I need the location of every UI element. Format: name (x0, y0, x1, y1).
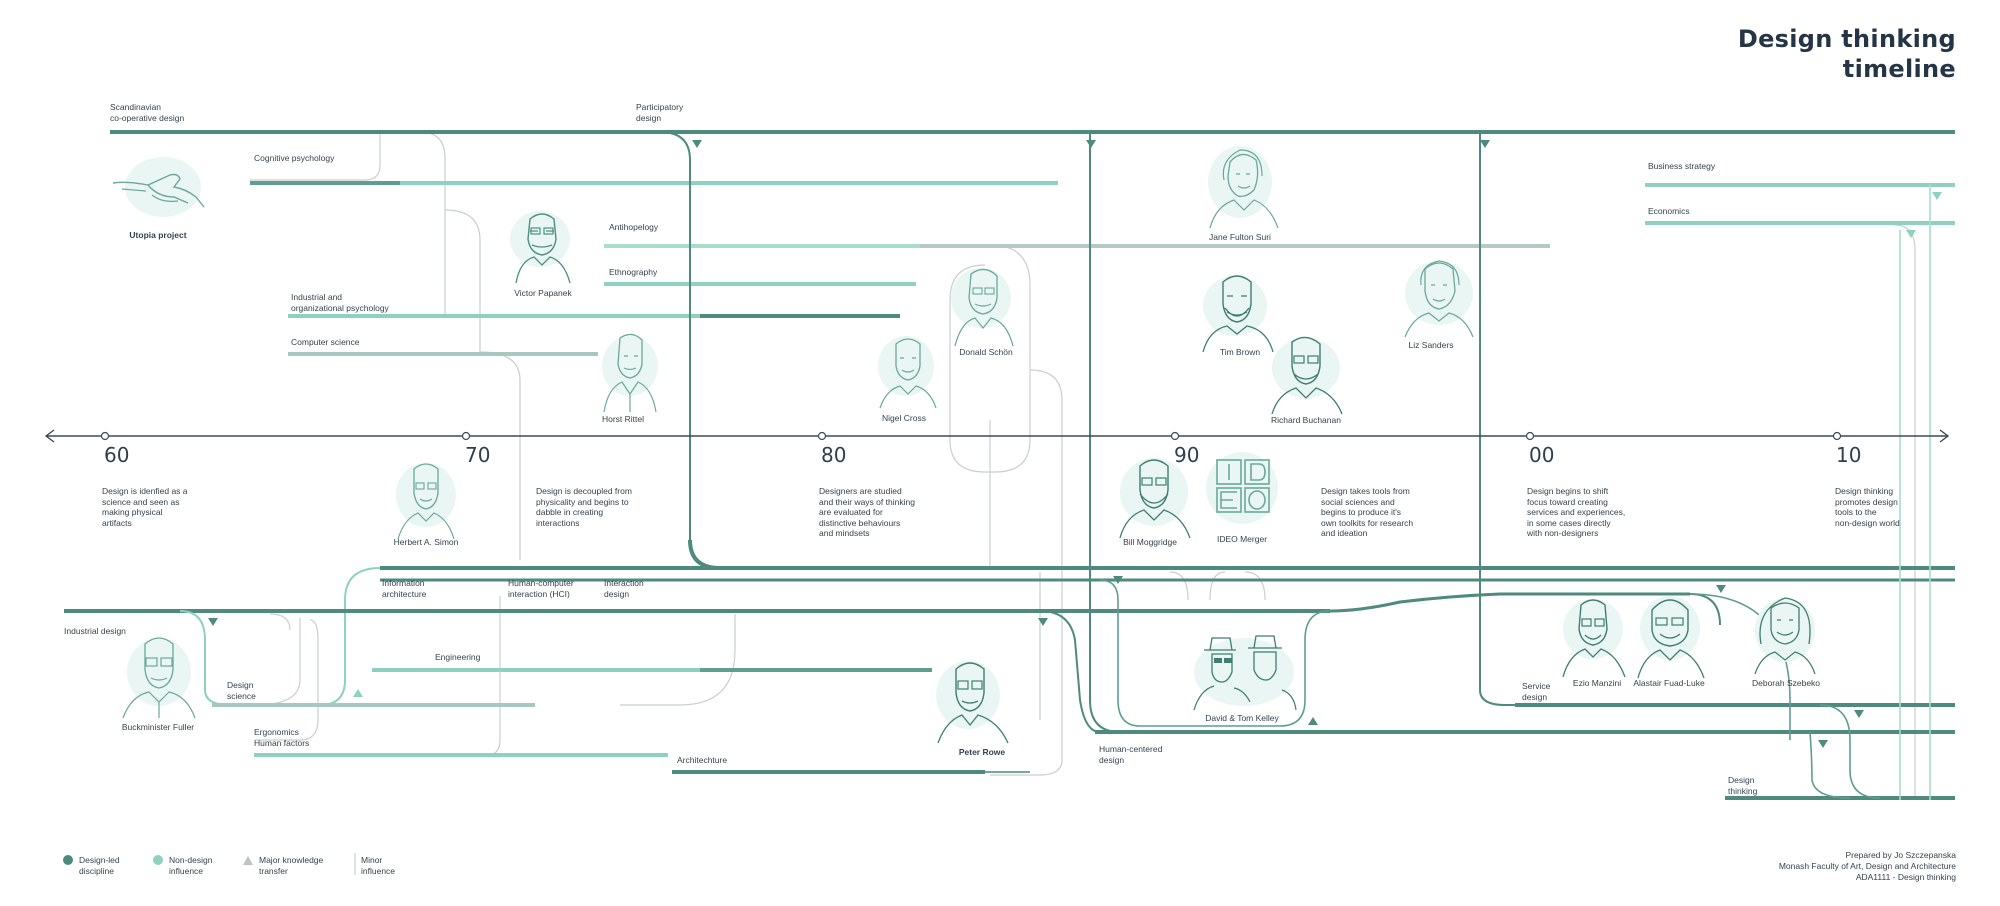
decade-90: 90 (1174, 443, 1200, 467)
decade-description-10: Design thinking promotes design tools to… (1835, 486, 1900, 528)
label-business-strategy: Business strategy (1648, 161, 1716, 171)
liz-sanders-portrait-icon (1404, 260, 1474, 338)
line-service-design (1479, 131, 1955, 706)
dot-dark-icon (63, 855, 73, 865)
caption-jane-fulton-suri: Jane Fulton Suri (1209, 232, 1271, 242)
legend-non-design: Non-design influence (169, 855, 213, 876)
credit-line-2: Monash Faculty of Art, Design and Archit… (1778, 861, 1956, 871)
decade-description-90: Design takes tools from social sciences … (1321, 486, 1414, 538)
triangle-icon (243, 856, 253, 865)
label-scandinavian-design: Scandinavian co-operative design (110, 102, 185, 123)
caption-deborah-szebeko: Deborah Szebeko (1751, 678, 1821, 688)
caption-richard-buchanan: Richard Buchanan (1271, 415, 1341, 425)
label-cognitive-psychology: Cognitive psychology (254, 153, 335, 163)
label-interaction-design: Interaction design (604, 578, 644, 599)
label-ethnography: Ethnography (609, 267, 658, 277)
title-line-1: Design thinking (1737, 25, 1956, 53)
label-industrial-design: Industrial design (64, 626, 126, 636)
caption-victor-papanek: Victor Papanek (514, 288, 572, 298)
alastair-fuad-luke-portrait-icon (1637, 596, 1705, 679)
label-computer-science: Computer science (291, 337, 360, 347)
decade-description-80: Designers are studied and their ways of … (819, 486, 915, 538)
label-design-thinking: Design thinking (1728, 775, 1758, 796)
legend-glyphs (63, 853, 356, 875)
buckminster-fuller-portrait-icon (122, 637, 196, 719)
label-engineering: Engineering (435, 652, 481, 662)
utopia-hand-sketch-icon (112, 157, 205, 217)
label-human-centered-design: Human-centered design (1099, 744, 1163, 765)
time-axis (44, 429, 1950, 443)
credit-line-3: ADA1111 - Design thinking (1855, 872, 1956, 882)
caption-horst-rittel: Horst Rittel (601, 414, 645, 424)
victor-papanek-portrait-icon (510, 211, 571, 284)
label-antihopelogy: Antihopelogy (609, 222, 659, 232)
decade-00: 00 (1529, 443, 1555, 467)
label-service-design: Service design (1522, 681, 1551, 702)
richard-buchanan-portrait-icon (1271, 336, 1343, 415)
decade-80: 80 (821, 443, 847, 467)
peter-rowe-portrait-icon (936, 661, 1009, 744)
knowledge-transfer-markers (208, 140, 1942, 748)
legend-design-led: Design-led discipline (79, 855, 120, 876)
label-participatory-design: Participatory design (636, 102, 684, 123)
label-hci: Human-computer interaction (HCI) (508, 578, 574, 599)
ideo-logo-icon (1216, 459, 1270, 513)
david-tom-kelley-portrait-icon (1193, 635, 1297, 711)
decade-10: 10 (1836, 443, 1862, 467)
deborah-szebeko-portrait-icon (1754, 597, 1816, 675)
caption-ideo-merger: IDEO Merger (1216, 534, 1268, 544)
label-design-science: Design science (227, 680, 256, 701)
credit-block: Prepared by Jo Szczepanska Monash Facult… (1779, 850, 1956, 883)
herbert-simon-portrait-icon (396, 463, 456, 540)
minor-influence-lines (250, 131, 1916, 800)
ezio-manzini-portrait-icon (1562, 599, 1626, 678)
credit-line-1: Prepared by Jo Szczepanska (1845, 850, 1956, 860)
label-io-psychology: Industrial and organizational psychology (291, 292, 389, 313)
caption-tim-brown: Tim Brown (1219, 347, 1261, 357)
title-line-2: timeline (1842, 55, 1956, 83)
decade-description-70: Design is decoupled from physicality and… (536, 486, 632, 528)
tim-brown-portrait-icon (1202, 275, 1274, 353)
caption-bill-moggridge: Bill Moggridge (1123, 537, 1177, 547)
decade-description-00: Design begins to shift focus toward crea… (1527, 486, 1626, 538)
dot-light-icon (153, 855, 163, 865)
jane-fulton-suri-portrait-icon (1208, 146, 1279, 229)
label-ergonomics: Ergonomics Human factors (254, 727, 310, 748)
caption-david-tom-kelley: David & Tom Kelley (1205, 713, 1279, 723)
donald-schon-portrait-icon (951, 268, 1014, 347)
page-title: Design thinking timeline (1738, 24, 1956, 84)
caption-alastair-fuad-luke: Alastair Fuad-Luke (1633, 678, 1705, 688)
caption-peter-rowe: Peter Rowe (958, 747, 1006, 757)
label-information-architecture: Information architecture (382, 578, 427, 599)
label-architechture: Architechture (677, 755, 728, 765)
discipline-lines (64, 130, 1955, 800)
legend-minor-influence: Minor influence (361, 855, 396, 876)
decade-description-60: Design is idenfied as a science and seen… (102, 486, 188, 528)
caption-donald-schon: Donald Schön (959, 347, 1013, 357)
caption-herbert-simon: Herbert A. Simon (393, 537, 459, 547)
caption-buckminister-fuller: Buckminister Fuller (121, 722, 195, 732)
legend-major-transfer: Major knowledge transfer (259, 855, 324, 876)
decade-70: 70 (465, 443, 491, 467)
caption-ezio-manzini: Ezio Manzini (1572, 678, 1622, 688)
caption-liz-sanders: Liz Sanders (1408, 340, 1454, 350)
decade-60: 60 (104, 443, 130, 467)
nigel-cross-portrait-icon (878, 336, 937, 409)
label-economics: Economics (1648, 206, 1690, 216)
caption-utopia-project: Utopia project (129, 230, 187, 240)
horst-rittel-portrait-icon (602, 333, 658, 413)
bill-moggridge-portrait-icon (1119, 458, 1191, 539)
caption-nigel-cross: Nigel Cross (882, 413, 926, 423)
